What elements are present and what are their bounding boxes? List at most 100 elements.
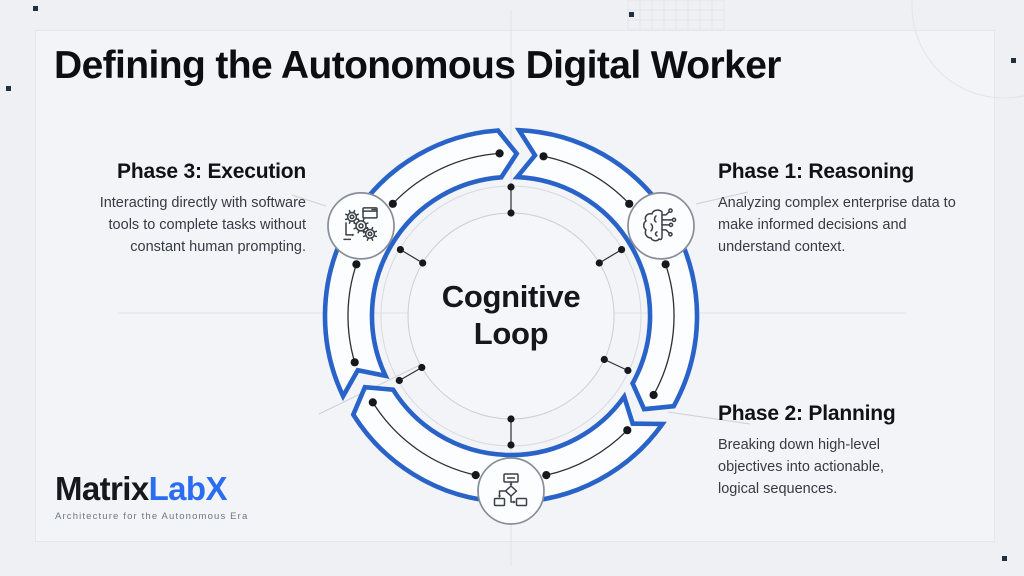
gear-tooth — [355, 213, 360, 216]
phase-description: Analyzing complex enterprise data to mak… — [718, 195, 956, 255]
flow-dot — [624, 366, 632, 375]
window-frame — [362, 207, 378, 219]
gear-hub — [349, 214, 355, 220]
gear-tooth — [370, 226, 374, 231]
gear-tooth — [352, 209, 356, 214]
phase-icon-circle — [327, 192, 395, 260]
connector — [510, 495, 515, 503]
gear-wheel — [355, 220, 367, 232]
phase-title: Phase 3: Execution — [117, 160, 306, 183]
brand-tagline: Architecture for the Autonomous Era — [55, 510, 249, 522]
circuit-traces — [661, 211, 673, 234]
circuit-node — [671, 217, 677, 223]
gear-wheel — [346, 211, 358, 223]
flow-dot — [600, 355, 608, 364]
connector — [498, 490, 507, 497]
flow-dot — [495, 149, 504, 158]
brain-outline — [643, 209, 663, 242]
arrowhead — [509, 483, 513, 487]
brain-circuit-icon — [643, 208, 677, 242]
flow-dot — [649, 390, 658, 400]
tick-marker — [598, 249, 622, 264]
gears-icon — [343, 207, 378, 241]
leader-line — [291, 194, 327, 207]
leader-line — [667, 411, 751, 425]
flow-dot — [368, 398, 377, 407]
flow-dot — [539, 152, 548, 161]
phase-icon-circle — [477, 457, 545, 525]
corner-arc — [911, 0, 1024, 99]
brain-circuit-node — [627, 192, 695, 260]
gear-tooth — [370, 237, 374, 241]
phase-title: Phase 2: Planning — [718, 402, 896, 425]
brand-name-primary: Matrix — [55, 470, 149, 507]
corner-marker-square — [1002, 556, 1007, 561]
gear-tooth — [364, 222, 369, 225]
phase-1-reasoning-block: Phase 1: Reasoning Analyzing complex ent… — [718, 160, 958, 258]
flow-dot — [507, 183, 515, 191]
flow-dot — [388, 199, 397, 208]
flow-dot — [542, 471, 551, 480]
gear-tooth — [357, 218, 360, 223]
gear-tooth — [344, 217, 349, 221]
flow-dot — [507, 209, 515, 217]
phase-2-planning-block: Phase 2: Planning Breaking down high-lev… — [718, 402, 938, 500]
flow-dot — [396, 246, 404, 254]
tick-marker — [604, 358, 629, 372]
gear-tooth — [366, 237, 370, 241]
gear-tooth — [362, 230, 367, 233]
circuit-node — [668, 208, 673, 213]
circuit-node — [668, 231, 673, 237]
gear-tooth — [366, 226, 370, 231]
flow-dot — [661, 260, 670, 269]
flow-dot — [618, 246, 626, 254]
brand-name-accent: LabX — [148, 470, 228, 507]
gear-tooth — [373, 230, 378, 233]
phase-3-execution-block: Phase 3: Execution Interacting directly … — [58, 160, 307, 258]
tick-markers — [395, 183, 632, 449]
gear-tooth — [348, 220, 352, 224]
gear-wheel — [364, 228, 376, 240]
flow-dot — [352, 260, 361, 269]
gear-tooth — [348, 209, 352, 214]
gear-tooth — [344, 213, 349, 216]
gear-tooth — [362, 218, 365, 223]
flow-dot — [507, 441, 515, 449]
tick-marker — [400, 249, 424, 264]
brain-folds — [650, 215, 658, 237]
loop-flow-arc — [653, 264, 675, 396]
main-title: Defining the Autonomous Digital Worker — [54, 44, 781, 87]
flow-dot — [507, 415, 515, 423]
arrowhead — [352, 233, 355, 237]
leader-line — [695, 191, 749, 205]
brand-logo: MatrixLabX Architecture for the Autonomo… — [55, 470, 249, 522]
gear-hub — [358, 223, 364, 229]
flow-dot — [350, 358, 359, 367]
flow-dot — [595, 259, 603, 267]
bracket-arrow — [345, 222, 354, 236]
cognitive-loop-label: Cognitive Loop — [441, 279, 581, 351]
flow-dot — [471, 471, 480, 480]
arrowhead — [513, 500, 516, 504]
arrowhead — [497, 495, 502, 498]
loop-flow-arc — [347, 264, 358, 363]
gear-hub — [367, 231, 373, 237]
flow-dot — [625, 199, 634, 208]
flow-dot — [395, 376, 403, 385]
flowchart-node — [477, 457, 545, 525]
gears-node — [327, 192, 395, 260]
gear-tooth — [362, 234, 367, 238]
loop-flow-arc — [543, 155, 630, 205]
phase-title: Phase 1: Reasoning — [718, 160, 914, 183]
gear-tooth — [373, 234, 378, 238]
flowchart-icon — [493, 473, 528, 507]
task-box — [515, 497, 528, 507]
flow-dot — [419, 259, 427, 267]
loop-flow-arc — [392, 152, 500, 205]
task-box — [493, 497, 506, 507]
loop-flow-arc — [372, 402, 476, 476]
phase-icon-circle — [627, 192, 695, 260]
gear-tooth — [353, 227, 358, 230]
